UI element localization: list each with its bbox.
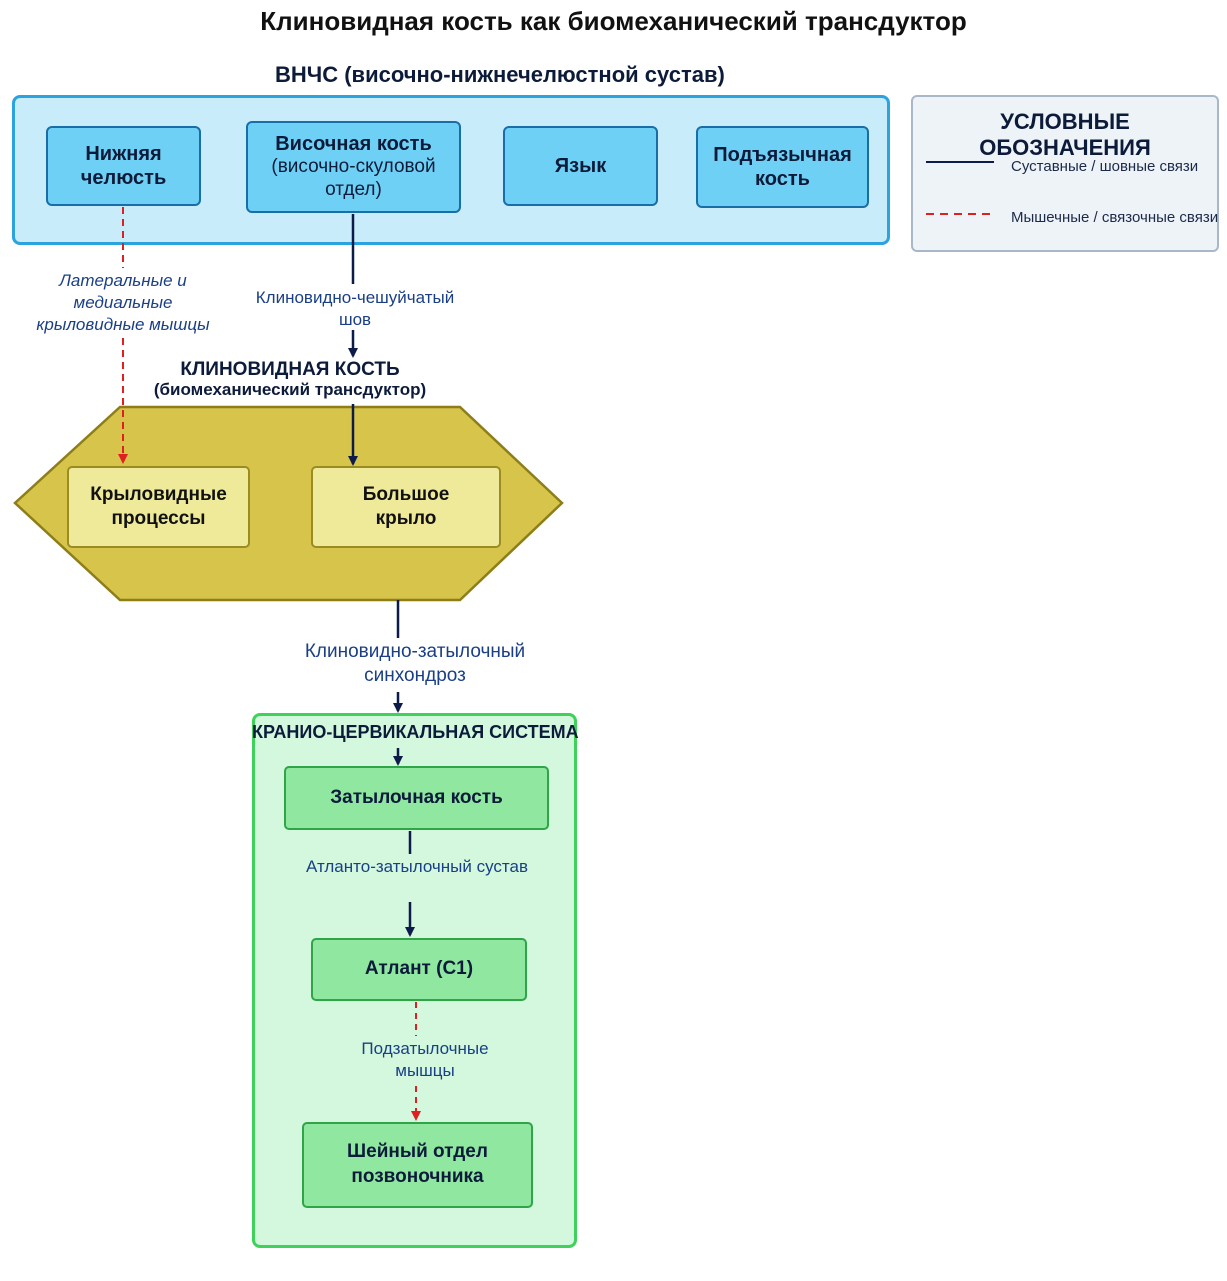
tmj-group-title: ВНЧС (височно-нижнечелюстной сустав) — [275, 62, 725, 87]
node-mandible[interactable]: Нижняя челюсть — [46, 126, 201, 206]
node-pterygoid-label: Крыловидные процессы — [90, 484, 227, 529]
edge-label-sphenosquamous: Клиновидно-чешуйчатый шов — [255, 288, 455, 329]
node-pterygoid-processes[interactable]: Крыловидные процессы — [67, 466, 250, 548]
node-greater-wing-label: Большое крыло — [362, 484, 450, 529]
sphenoid-title-block: КЛИНОВИДНАЯ КОСТЬ (биомеханический транс… — [120, 359, 460, 400]
node-cervical-label: Шейный отдел позвоночника — [347, 1141, 488, 1187]
craniocervical-title: КРАНИО-ЦЕРВИКАЛЬНАЯ СИСТЕМА — [252, 722, 579, 742]
node-atlas-label: Атлант (C1) — [364, 958, 474, 980]
node-tongue-label: Язык — [554, 155, 607, 177]
legend: УСЛОВНЫЕ ОБОЗНАЧЕНИЯ Суставные / шовные … — [911, 95, 1219, 252]
node-greater-wing[interactable]: Большое крыло — [311, 466, 501, 548]
node-occipital-label: Затылочная кость — [330, 786, 503, 808]
edge-label-atlanto-occipital: Атланто-затылочный сустав — [306, 857, 528, 876]
sphenoid-subtitle: (биомеханический трансдуктор) — [153, 379, 427, 399]
legend-dashed-label: Мышечные / связочные связи — [1011, 209, 1219, 226]
sphenoid-title: КЛИНОВИДНАЯ КОСТЬ — [180, 359, 400, 380]
node-atlas[interactable]: Атлант (C1) — [311, 938, 527, 1001]
node-mandible-label: Нижняя челюсть — [80, 143, 167, 189]
node-cervical-spine[interactable]: Шейный отдел позвоночника — [302, 1122, 533, 1208]
edge-label-pterygoid-muscles: Латеральные и медиальные крыловидные мыш… — [36, 271, 210, 334]
edge-label-sphenooccipital: Клиновидно-затылочный синхондроз — [304, 641, 526, 687]
node-tongue[interactable]: Язык — [503, 126, 658, 206]
legend-solid-label: Суставные / шовные связи — [1011, 158, 1199, 175]
node-temporal-title: Височная кость — [275, 133, 432, 156]
node-hyoid-label: Подъязычная кость — [713, 144, 852, 190]
legend-title: УСЛОВНЫЕ ОБОЗНАЧЕНИЯ — [979, 109, 1151, 160]
sphenoid-hexagon-shape — [13, 405, 564, 602]
node-temporal-subtitle: (височно-скуловой отдел) — [271, 156, 436, 200]
edge-label-suboccipital: Подзатылочные мышцы — [361, 1039, 489, 1080]
node-temporal-bone[interactable]: Височная кость (височно-скуловой отдел) — [246, 121, 461, 213]
node-hyoid[interactable]: Подъязычная кость — [696, 126, 869, 208]
diagram-title: Клиновидная кость как биомеханический тр… — [260, 6, 967, 36]
node-occipital-bone[interactable]: Затылочная кость — [284, 766, 549, 830]
